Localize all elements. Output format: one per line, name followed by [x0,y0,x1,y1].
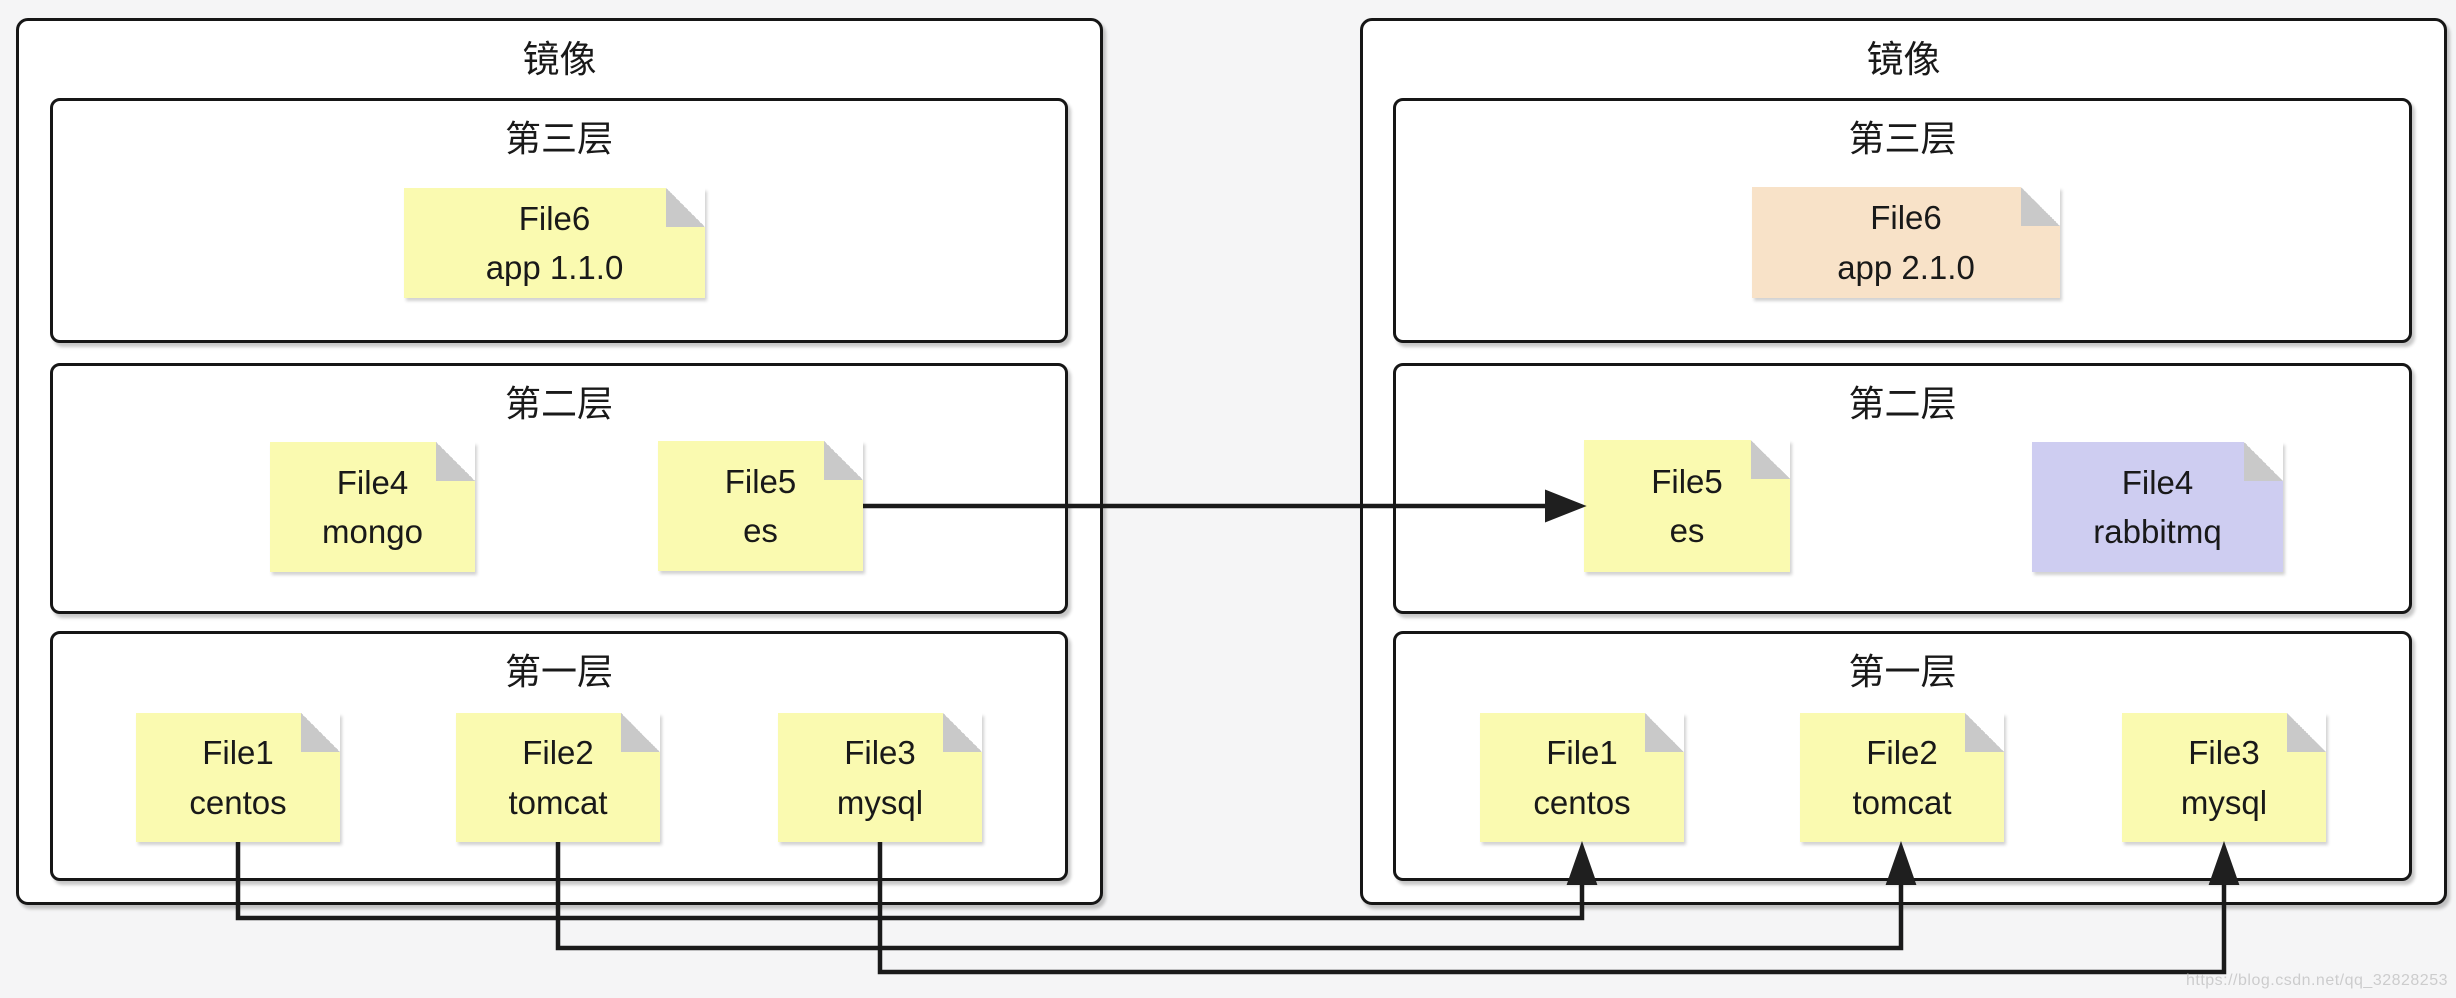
folded-corner-icon [2021,187,2060,226]
layer-box-second-right: 第二层 File5 es File4 rabbitmq [1393,363,2412,614]
layer-title: 第一层 [504,651,613,692]
note-line: File3 [844,734,916,771]
panel-title: 镜像 [1866,39,1941,80]
note-line: mongo [322,513,423,550]
note-file1-centos-right: File1 centos [1480,713,1684,842]
note-line: es [743,512,778,549]
panel-title: 镜像 [522,39,597,80]
note-line: File5 [724,462,797,500]
note-line: File5 [1651,462,1723,500]
note-file1-centos-left: File1 centos [136,713,340,842]
note-line: File1 [1546,734,1618,771]
folded-corner-icon [824,441,863,480]
folded-corner-icon [2287,713,2326,752]
note-line: File6 [1870,199,1942,236]
note-file2-tomcat-left: File2 tomcat [456,713,660,842]
note-line: File2 [1866,734,1938,771]
layer-title: 第二层 [504,383,613,424]
note-file6-app-2-1-0: File6 app 2.1.0 [1752,187,2060,298]
note-line: File3 [2188,734,2260,771]
layer-box-second-left: 第二层 File4 mongo File5 es [50,363,1068,614]
folded-corner-icon [1965,713,2004,752]
image-panel-left: 镜像 第三层 File6 app 1.1.0 第二层 File4 mongo F… [16,18,1103,905]
layer-box-first-left: 第一层 File1 centos File2 tomcat File3 mysq… [50,631,1068,881]
note-file4-mongo: File4 mongo [270,442,475,572]
layer-box-third-right: 第三层 File6 app 2.1.0 [1393,98,2412,343]
folded-corner-icon [666,188,705,227]
note-line: mysql [2180,783,2268,821]
note-file2-tomcat-right: File2 tomcat [1800,713,2004,842]
image-panel-right: 镜像 第三层 File6 app 2.1.0 第二层 File5 es File… [1360,18,2447,905]
folded-corner-icon [943,713,982,752]
folded-corner-icon [301,713,340,752]
note-line: File2 [522,734,594,771]
folded-corner-icon [1751,440,1790,479]
note-line: centos [189,783,287,821]
note-line: rabbitmq [2093,513,2222,550]
note-line: File1 [202,734,274,771]
note-line: centos [1533,783,1631,821]
folded-corner-icon [436,442,475,481]
layer-title: 第一层 [1848,651,1957,692]
note-file3-mysql-left: File3 mysql [778,713,982,842]
folded-corner-icon [621,713,660,752]
note-line: app 1.1.0 [485,249,624,286]
folded-corner-icon [2244,442,2283,481]
note-line: File4 [2121,463,2194,501]
note-file3-mysql-right: File3 mysql [2122,713,2326,842]
layer-title: 第三层 [1848,118,1957,159]
note-line: es [1669,512,1705,549]
layer-title: 第二层 [1848,383,1957,424]
layer-title: 第三层 [504,118,613,159]
layer-box-first-right: 第一层 File1 centos File2 tomcat File3 mysq… [1393,631,2412,881]
note-line: File4 [336,463,409,501]
note-line: mysql [836,783,924,821]
watermark-url: https://blog.csdn.net/qq_32828253 [2185,972,2448,989]
layer-box-third-left: 第三层 File6 app 1.1.0 [50,98,1068,343]
note-line: tomcat [1852,783,1952,821]
note-file6-app-1-1-0: File6 app 1.1.0 [404,188,705,298]
note-line: File6 [518,199,591,237]
note-file5-es-right: File5 es [1584,440,1790,572]
folded-corner-icon [1645,713,1684,752]
note-file4-rabbitmq: File4 rabbitmq [2032,442,2283,572]
note-file5-es-left: File5 es [658,441,863,571]
note-line: app 2.1.0 [1837,248,1975,286]
note-line: tomcat [508,783,608,821]
